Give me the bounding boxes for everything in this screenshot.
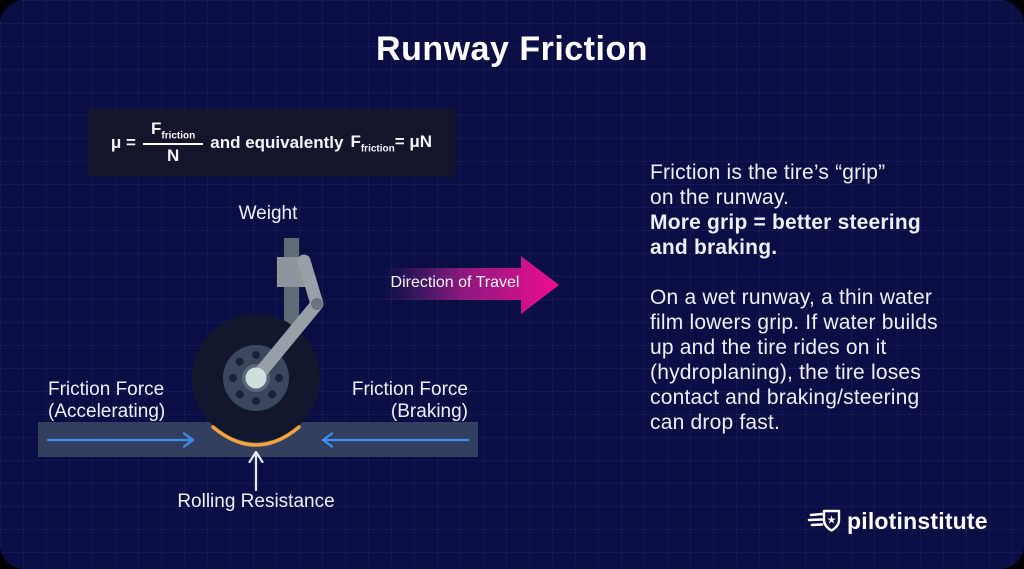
badge-star: ★: [827, 515, 837, 527]
hub-center-cap: [245, 367, 267, 389]
text-line: film lowers grip. If water builds: [650, 311, 938, 334]
direction-arrow-shape: [383, 256, 559, 314]
friction-accel-line1: Friction Force: [48, 379, 165, 400]
formula-rhs-eq: = μN: [394, 131, 433, 151]
text-line: can drop fast.: [650, 411, 781, 434]
formula-fraction: Ffriction N: [142, 118, 204, 166]
weight-label: Weight: [238, 203, 298, 224]
formula-numerator-f: F: [150, 118, 162, 138]
text-line: up and the tire rides on it: [650, 336, 887, 359]
formula-lhs: μ =: [110, 133, 136, 152]
page-title: Runway Friction: [376, 30, 648, 68]
braking-friction-arrow: [321, 432, 470, 448]
landing-gear-diagram: [38, 238, 478, 492]
formula-denominator: N: [166, 146, 180, 166]
formula-rhs-f: F: [350, 131, 361, 151]
pilot-institute-logo: ★ pilotinstitute: [806, 506, 988, 536]
explanation-text: Friction is the tire’s “grip” on the run…: [650, 160, 1005, 435]
friction-brake-line2: (Braking): [390, 401, 468, 422]
accelerating-friction-arrow: [46, 432, 195, 448]
friction-force-accelerating-label: Friction Force (Accelerating): [48, 379, 165, 423]
formula-rhs-sub: friction: [360, 143, 395, 155]
formula-numerator-sub: friction: [161, 130, 196, 142]
text-line-bold: and braking.: [650, 236, 778, 259]
text-line: on the runway.: [650, 186, 789, 209]
friction-force-braking-label: Friction Force (Braking): [352, 379, 468, 423]
pilot-institute-badge-icon: ★: [807, 509, 841, 532]
rolling-resistance-label: Rolling Resistance: [177, 491, 335, 512]
contact-patch-arc: [211, 425, 301, 447]
friction-brake-line1: Friction Force: [351, 379, 468, 400]
text-line: Friction is the tire’s “grip”: [650, 161, 886, 184]
formula-middle-text: and equivalently: [210, 133, 344, 152]
rolling-resistance-arrow: [248, 450, 264, 492]
formula-numerator: Ffriction: [142, 118, 204, 146]
text-line: (hydroplaning), the tire loses: [650, 361, 921, 384]
text-line: On a wet runway, a thin water: [650, 286, 933, 309]
text-line-bold: More grip = better steering: [650, 211, 921, 234]
logo-text: pilotinstitute: [847, 507, 988, 534]
text-line: contact and braking/steering: [650, 386, 920, 409]
formula-rhs: Ffriction= μN: [350, 132, 432, 154]
direction-of-travel-label: Direction of Travel: [390, 274, 520, 291]
friction-formula-panel: μ = Ffriction N and equivalently Ffricti…: [88, 109, 455, 177]
friction-accel-line2: (Accelerating): [48, 401, 166, 422]
paragraph-gap: [650, 260, 1005, 285]
torque-arm-joint: [311, 298, 323, 310]
direction-of-travel-arrow: [383, 256, 559, 314]
